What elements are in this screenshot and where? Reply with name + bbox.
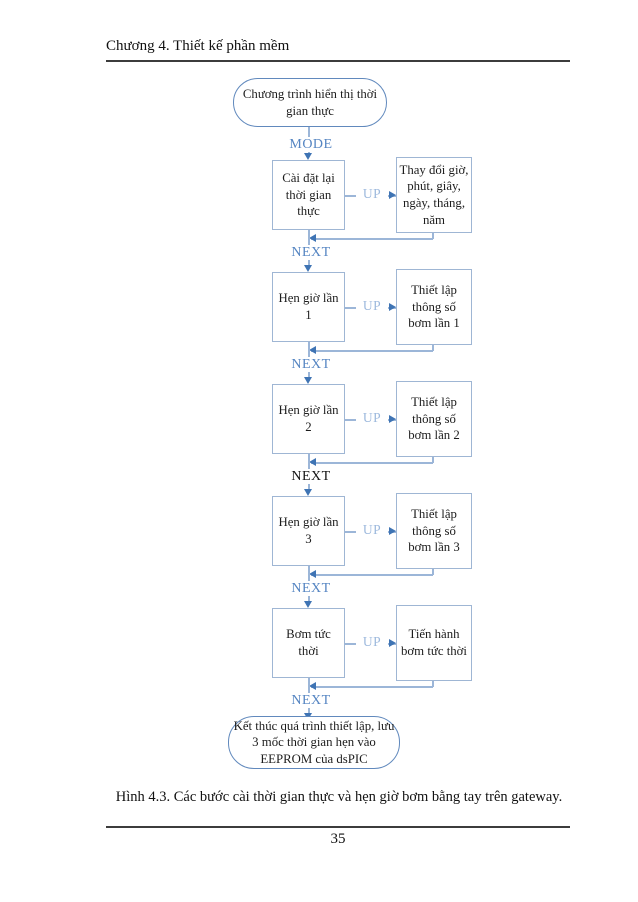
connector-line	[432, 681, 434, 687]
process-box: Hẹn giờ lần 3	[272, 496, 345, 566]
figure-caption: Hình 4.3. Các bước cài thời gian thực và…	[115, 789, 563, 805]
next-button-label: NEXT	[279, 581, 343, 597]
arrow-left-icon	[309, 570, 316, 578]
connector-line	[311, 686, 433, 688]
arrow-right-icon	[389, 303, 396, 311]
connector-line	[311, 574, 433, 576]
flowchart-row: Hẹn giờ lần 3 Thiết lập thông số bơm lần…	[0, 493, 638, 608]
flowchart-row: Cài đặt lại thời gian thực Thay đổi giờ,…	[0, 157, 638, 272]
connector-line	[432, 457, 434, 463]
up-button-label: UP	[356, 634, 388, 650]
flowchart-start-node: Chương trình hiển thị thời gian thực	[233, 78, 387, 127]
action-box: Thiết lập thông số bơm lần 1	[396, 269, 472, 345]
process-box: Hẹn giờ lần 1	[272, 272, 345, 342]
action-box: Thiết lập thông số bơm lần 2	[396, 381, 472, 457]
up-button-label: UP	[356, 298, 388, 314]
arrow-right-icon	[389, 639, 396, 647]
header-rule	[106, 60, 570, 62]
next-button-label: NEXT	[279, 357, 343, 373]
next-button-label: NEXT	[279, 469, 343, 485]
flowchart-end-node: Kết thúc quá trình thiết lập, lưu 3 mốc …	[228, 716, 400, 769]
footer-rule	[106, 826, 570, 828]
action-box: Thiết lập thông số bơm lần 3	[396, 493, 472, 569]
arrow-down-icon	[304, 377, 312, 384]
page-number: 35	[330, 831, 346, 847]
up-button-label: UP	[356, 410, 388, 426]
arrow-right-icon	[389, 191, 396, 199]
connector-line	[432, 569, 434, 575]
arrow-right-icon	[389, 527, 396, 535]
arrow-left-icon	[309, 346, 316, 354]
arrow-down-icon	[304, 489, 312, 496]
connector-line	[432, 233, 434, 239]
flowchart-row: Hẹn giờ lần 1 Thiết lập thông số bơm lần…	[0, 269, 638, 384]
arrow-down-icon	[304, 265, 312, 272]
arrow-right-icon	[389, 415, 396, 423]
action-box: Tiến hành bơm tức thời	[396, 605, 472, 681]
action-box: Thay đổi giờ, phút, giây, ngày, tháng, n…	[396, 157, 472, 233]
arrow-left-icon	[309, 458, 316, 466]
up-button-label: UP	[356, 522, 388, 538]
process-box: Hẹn giờ lần 2	[272, 384, 345, 454]
mode-button-label: MODE	[279, 137, 343, 153]
chapter-header: Chương 4. Thiết kế phần mềm	[106, 38, 290, 54]
connector-line	[311, 238, 433, 240]
flowchart-row: Bơm tức thời Tiến hành bơm tức thời UP N…	[0, 605, 638, 720]
up-button-label: UP	[356, 186, 388, 202]
arrow-left-icon	[309, 682, 316, 690]
arrow-left-icon	[309, 234, 316, 242]
arrow-down-icon	[304, 601, 312, 608]
next-button-label: NEXT	[279, 693, 343, 709]
next-button-label: NEXT	[279, 245, 343, 261]
connector-line	[432, 345, 434, 351]
process-box: Bơm tức thời	[272, 608, 345, 678]
arrow-down-icon	[304, 153, 312, 160]
flowchart-row: Hẹn giờ lần 2 Thiết lập thông số bơm lần…	[0, 381, 638, 496]
connector-line	[311, 462, 433, 464]
process-box: Cài đặt lại thời gian thực	[272, 160, 345, 230]
connector-line	[311, 350, 433, 352]
